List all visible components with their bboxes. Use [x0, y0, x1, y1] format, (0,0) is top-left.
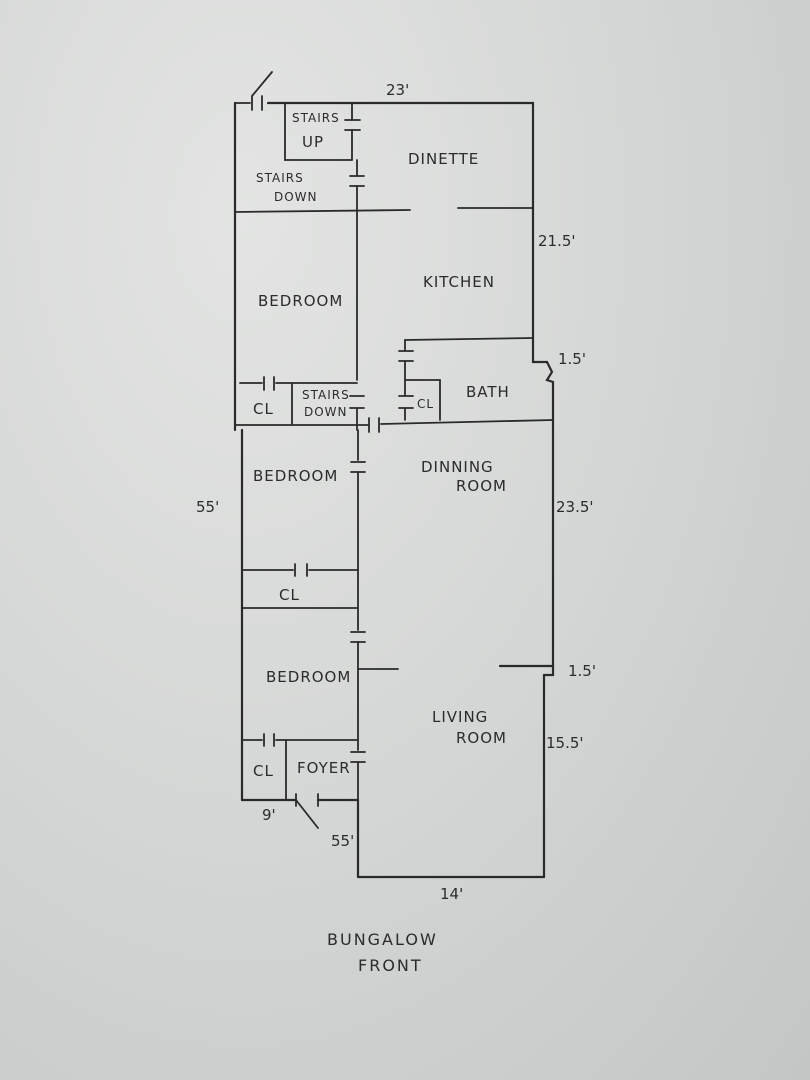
dim-living-depth: 15.5': [546, 734, 584, 752]
dim-dinning-depth: 23.5': [556, 498, 594, 516]
bedroom-3-label: BEDROOM: [266, 668, 351, 686]
dinette-divider-left: [234, 209, 411, 213]
bedroom-1-label: BEDROOM: [258, 292, 343, 310]
kitchen-label: KITCHEN: [423, 273, 495, 291]
bedroom-2-label: BEDROOM: [253, 467, 338, 485]
back-door-icon: [234, 71, 273, 111]
caption-line-1: BUNGALOW: [327, 930, 438, 949]
dim-bath-jog: 1.5': [558, 350, 586, 368]
exterior-walls: [233, 101, 555, 879]
stairs-up-label-2: UP: [302, 133, 324, 151]
kitchen-bath-divider: [404, 337, 534, 341]
caption: BUNGALOW FRONT: [327, 930, 438, 975]
bath-jog-wall: [531, 336, 555, 422]
living-jog-wall: [498, 664, 555, 677]
closet-3-label: CL: [253, 762, 274, 780]
dim-top-width: 23': [386, 81, 409, 99]
living-room-label-2: ROOM: [456, 729, 507, 747]
caption-line-2: FRONT: [358, 956, 423, 975]
stairs-down-mid-label-2: DOWN: [304, 405, 348, 419]
dinning-room-label-2: ROOM: [456, 477, 507, 495]
stairs-up-box: [284, 102, 353, 161]
interior-walls: [234, 102, 554, 801]
dim-living-jog: 1.5': [568, 662, 596, 680]
dinning-room-label-1: DINNING: [421, 458, 494, 476]
dim-kitchen-depth: 21.5': [538, 232, 576, 250]
room-labels: STAIRS UP STAIRS DOWN DINETTE KITCHEN BE…: [253, 111, 510, 780]
dinette-label: DINETTE: [408, 150, 479, 168]
stairs-down-mid-label-1: STAIRS: [302, 388, 350, 402]
closet-1-label: CL: [253, 400, 274, 418]
closet-2-label: CL: [279, 586, 300, 604]
dim-foyer-offset: 9': [262, 806, 276, 824]
stairs-up-label-1: STAIRS: [292, 111, 340, 125]
dim-front-length: 55': [331, 832, 354, 850]
rear-wall: [266, 101, 535, 340]
stairs-down-top-label-2: DOWN: [274, 190, 318, 204]
foyer-label: FOYER: [297, 759, 351, 777]
closet-bath-label: CL: [417, 397, 434, 411]
bath-label: BATH: [466, 383, 510, 401]
dimension-labels: 23' 21.5' 1.5' 23.5' 1.5' 15.5' 55' 55' …: [196, 81, 596, 903]
front-door-icon: [295, 793, 319, 829]
living-room-label-1: LIVING: [432, 708, 488, 726]
dim-left-length: 55': [196, 498, 219, 516]
stairs-down-top-label-1: STAIRS: [256, 171, 304, 185]
dim-front-width: 14': [440, 885, 463, 903]
